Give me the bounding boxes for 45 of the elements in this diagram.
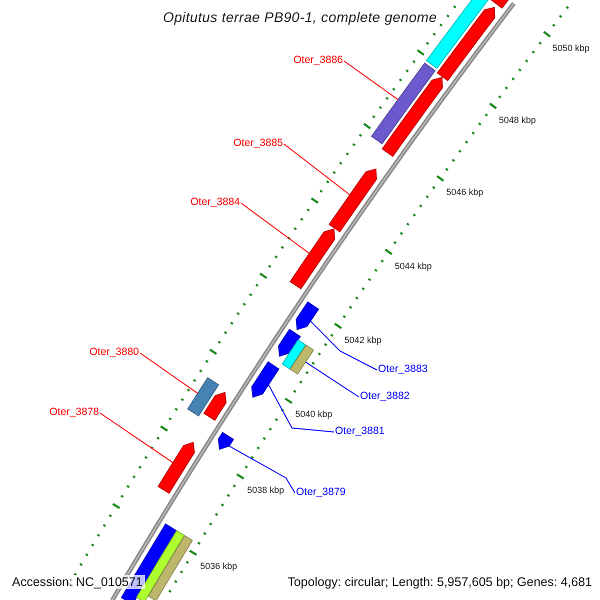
gene-label: Oter_3879 <box>296 486 346 498</box>
leader-line <box>344 60 398 100</box>
gene-feature-bar <box>282 339 306 370</box>
scale-label: 5038 kbp <box>247 484 284 496</box>
gene-label: Oter_3880 <box>89 346 139 358</box>
gene-feature <box>296 301 320 330</box>
gene-label: Oter_3881 <box>335 424 385 438</box>
gene-feature <box>290 228 336 290</box>
gene-label: Oter_3882 <box>360 390 410 402</box>
leader-line <box>310 320 378 370</box>
gene-feature-bar <box>491 0 509 9</box>
gene-feature <box>382 76 443 157</box>
scale-label: 5042 kbp <box>344 334 382 345</box>
gene-feature <box>251 361 280 398</box>
leader-line <box>305 362 360 398</box>
scale-label: 5040 kbp <box>295 409 332 420</box>
scale-label: 5036 kbp <box>200 561 238 572</box>
gene-feature-bar <box>370 62 436 144</box>
gene-label: Oter_3885 <box>233 136 283 150</box>
gene-feature <box>328 168 377 232</box>
leader-line <box>140 352 198 394</box>
gene-feature-bar <box>148 535 193 600</box>
leader-line <box>284 144 350 196</box>
leader-line <box>228 446 296 494</box>
scale-label: 5044 kbp <box>394 260 432 271</box>
gene-feature <box>278 328 301 357</box>
leader-line <box>268 384 334 432</box>
gene-feature <box>436 6 496 82</box>
gene-label: Oter_3883 <box>378 362 428 376</box>
gene-label: Oter_3886 <box>293 54 343 66</box>
scale-label: 5050 kbp <box>552 43 590 54</box>
gene-feature-bar <box>290 344 314 375</box>
gene-feature <box>158 442 195 494</box>
leader-line <box>100 412 174 464</box>
scale-label: 5048 kbp <box>498 114 536 126</box>
leader-line <box>240 202 310 254</box>
scale-label: 5046 kbp <box>446 187 484 198</box>
gene-label: Oter_3884 <box>190 196 240 208</box>
diagram-title: Opitutus terrae PB90-1, complete genome <box>162 9 438 26</box>
gene-label: Oter_3878 <box>49 406 99 418</box>
gene-feature <box>203 392 227 421</box>
gene-feature <box>218 432 234 450</box>
accession-text: Accession: NC_010571 <box>10 574 145 590</box>
genome-summary-text: Topology: circular; Length: 5,957,605 bp; Genes: 4,681 <box>288 574 592 590</box>
gene-feature-bar <box>187 377 220 417</box>
